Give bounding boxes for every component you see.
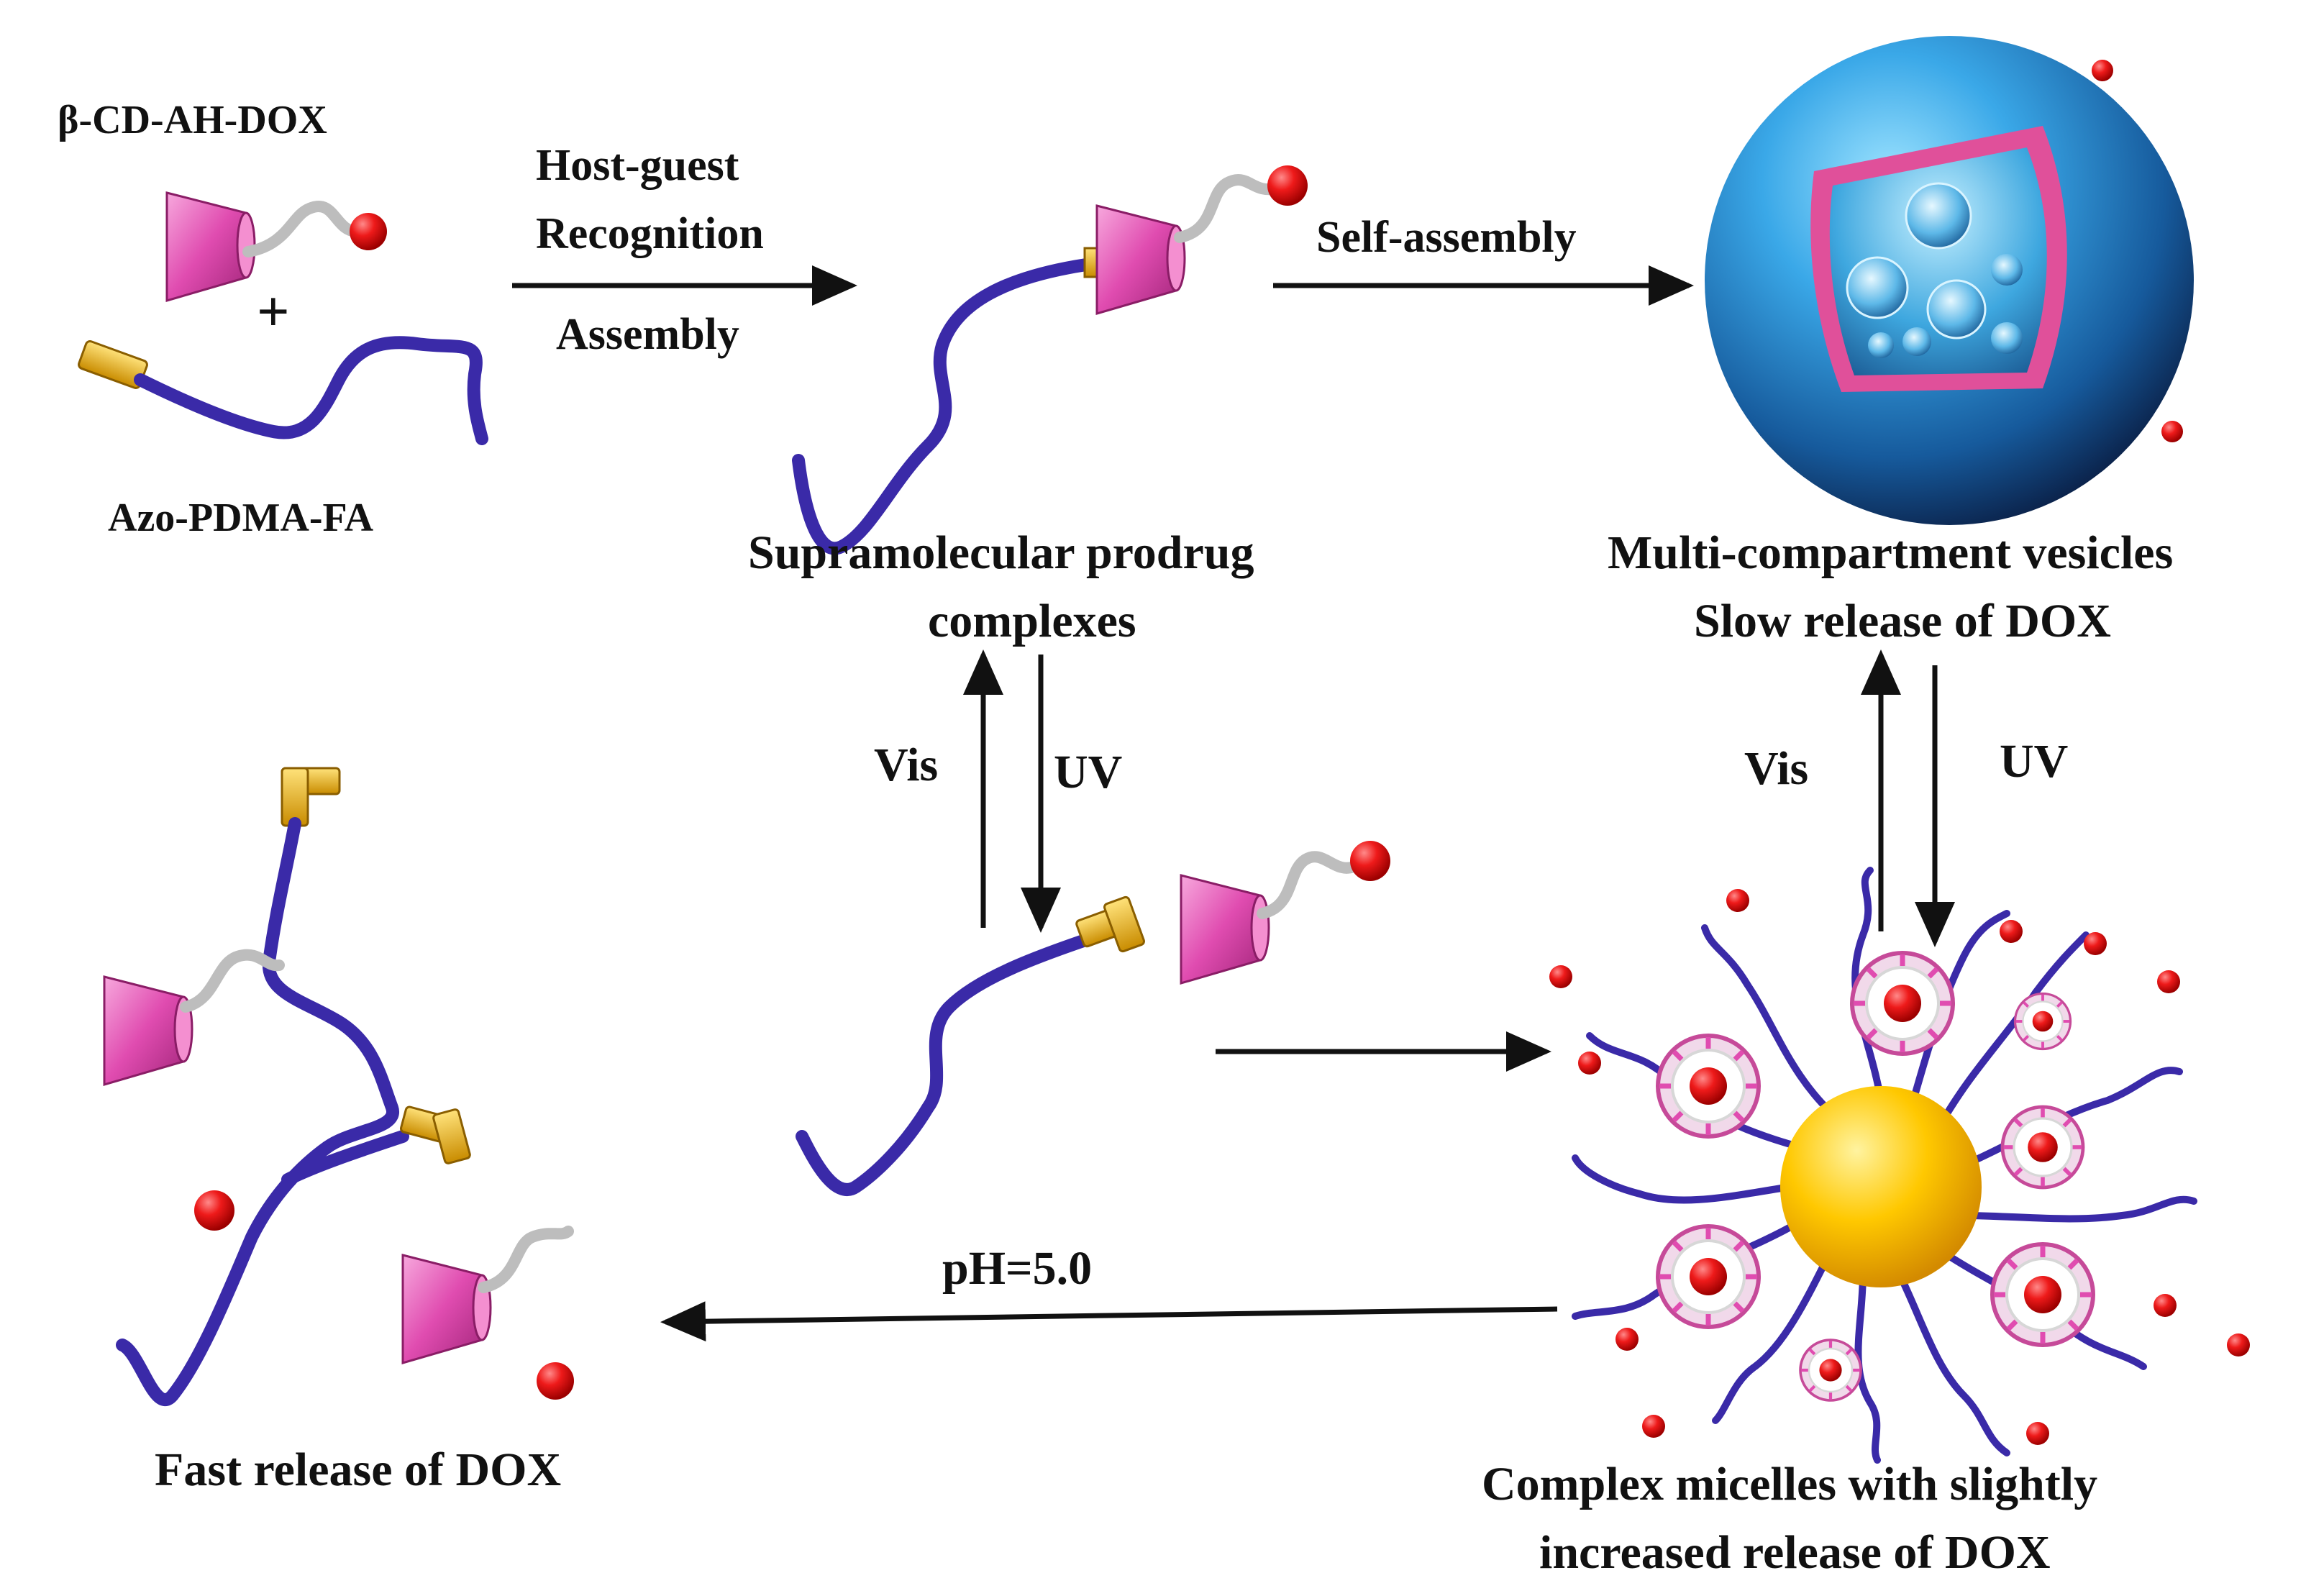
released-dox xyxy=(1549,889,2250,1445)
dox-particle xyxy=(194,1190,234,1231)
inner-compartments xyxy=(1846,182,2023,358)
azo-pdma-fa-label: Azo-PDMA-FA xyxy=(108,496,374,540)
multi-compartment-vesicle: Multi-compartment vesicles Slow release … xyxy=(1608,36,2194,647)
arrow-line xyxy=(660,1301,1558,1342)
vis-uv-arrows-middle: Vis UV xyxy=(874,649,1122,933)
linker xyxy=(478,1226,574,1293)
polymer-chain xyxy=(281,1130,409,1186)
polymer-chain xyxy=(116,817,399,1406)
uv-label: UV xyxy=(2000,735,2068,788)
fast-release-group: Fast release of DOX xyxy=(103,767,574,1496)
assembly-label: Assembly xyxy=(556,310,739,359)
reactants-group: β-CD-AH-DOX + Azo-PDMA-FA xyxy=(58,98,488,540)
ph-arrow: pH=5.0 xyxy=(660,1242,1558,1342)
cyclodextrin-cone xyxy=(401,1254,492,1364)
prodrug-label-2: complexes xyxy=(928,595,1136,647)
fast-release-label: Fast release of DOX xyxy=(155,1444,561,1496)
azo-group xyxy=(1075,895,1145,953)
vesicles-label-2: Slow release of DOX xyxy=(1694,595,2111,647)
vesicles-label-1: Multi-compartment vesicles xyxy=(1608,526,2173,579)
dissociated-complex-group xyxy=(796,841,1390,1196)
cd-ah-dox-label: β-CD-AH-DOX xyxy=(58,98,327,142)
linker xyxy=(180,949,285,1013)
dox-particle xyxy=(1350,841,1390,881)
linker xyxy=(1257,851,1359,919)
polymer-chain xyxy=(796,929,1107,1196)
dox-particle xyxy=(2092,60,2113,81)
vesicle-cavity xyxy=(1829,147,2047,375)
cyclodextrin-cone xyxy=(1095,204,1186,315)
prodrug-label-1: Supramolecular prodrug xyxy=(748,526,1254,579)
azo-group xyxy=(399,1105,471,1164)
host-guest-label-2: Recognition xyxy=(536,209,764,258)
prodrug-complex-group: Supramolecular prodrug complexes xyxy=(748,165,1308,647)
micelles-label-1: Complex micelles with slightly xyxy=(1482,1458,2097,1510)
polymer-chain xyxy=(134,336,488,445)
linker xyxy=(242,201,362,257)
cyclodextrin-cone xyxy=(103,975,193,1086)
ph-label: pH=5.0 xyxy=(942,1242,1092,1295)
cyclodextrin-cone xyxy=(165,191,256,302)
complex-micelle: Complex micelles with slightly increased… xyxy=(1482,867,2250,1579)
linker xyxy=(1174,174,1282,243)
dox-particle xyxy=(537,1362,574,1400)
plus-sign: + xyxy=(257,281,290,344)
dox-particle xyxy=(350,213,387,250)
host-guest-arrow: Host-guest Recognition Assembly xyxy=(512,141,857,359)
cyclodextrin-cone xyxy=(1180,874,1270,985)
micelles-label-2: increased release of DOX xyxy=(1539,1526,2051,1579)
vis-label: Vis xyxy=(1744,742,1808,795)
self-assembly-arrow: Self-assembly xyxy=(1273,213,1694,306)
micelle-core xyxy=(1780,1086,1982,1287)
polymer-chain xyxy=(792,258,1093,555)
dox-particle xyxy=(1267,165,1308,206)
dox-particle xyxy=(2161,421,2183,442)
host-guest-label-1: Host-guest xyxy=(536,141,739,190)
self-assembly-label: Self-assembly xyxy=(1316,213,1577,262)
vis-label: Vis xyxy=(874,739,938,791)
azo-group xyxy=(281,767,341,827)
uv-label: UV xyxy=(1054,746,1122,798)
vis-uv-arrows-right: Vis UV xyxy=(1744,649,2068,947)
